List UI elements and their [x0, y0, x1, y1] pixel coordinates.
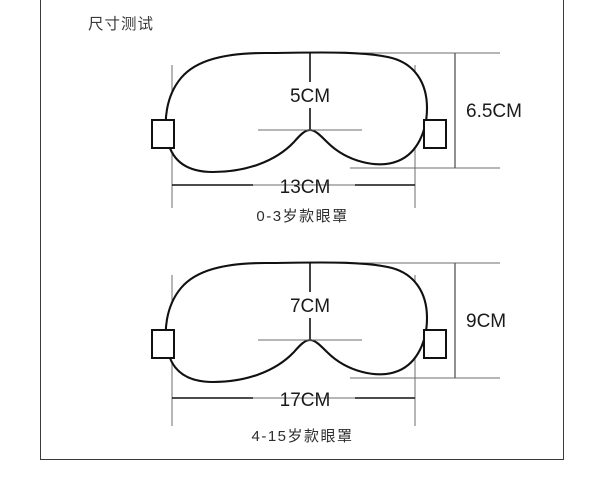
mask-outline — [164, 261, 429, 384]
height-dimension-label: 5CM — [290, 86, 330, 107]
caption-mask-0-3: 0-3岁款眼罩 — [256, 208, 349, 225]
diagram-mask-0-3: 5CM 13CM 6.5CM — [0, 30, 605, 230]
width-dimension-label: 17CM — [280, 390, 331, 411]
outer-height-dimension-label: 9CM — [466, 311, 506, 332]
left-strap-tab — [151, 119, 175, 149]
page-title: 尺寸测试 — [88, 16, 155, 33]
outer-height-dimension-label: 6.5CM — [466, 101, 522, 122]
height-dimension-label: 7CM — [290, 296, 330, 317]
left-strap-tab — [151, 329, 175, 359]
diagram-mask-4-15: 7CM 17CM 9CM — [0, 240, 605, 450]
width-dimension-label: 13CM — [280, 177, 331, 198]
caption-mask-4-15: 4-15岁款眼罩 — [251, 428, 354, 445]
mask-0-3-drawing: 5CM 13CM 6.5CM — [151, 51, 522, 208]
mask-outline — [164, 51, 429, 174]
mask-4-15-drawing: 7CM 17CM 9CM — [151, 261, 506, 426]
right-strap-tab — [423, 119, 447, 149]
right-strap-tab — [423, 329, 447, 359]
